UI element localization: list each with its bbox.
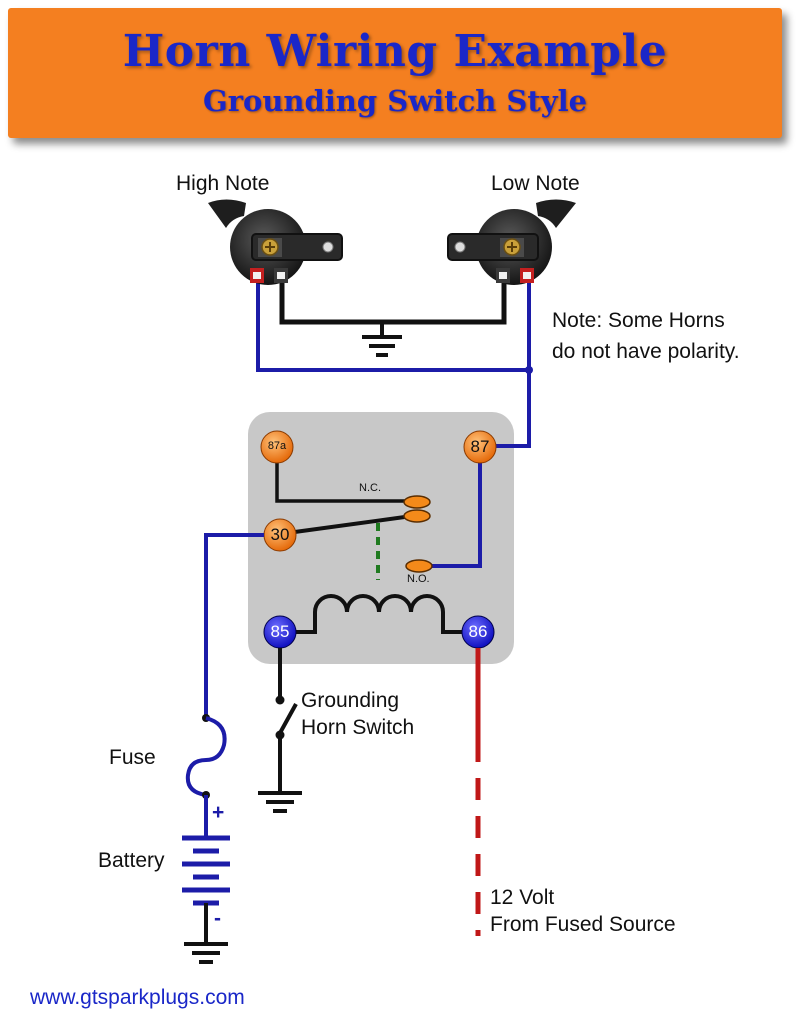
low-note-label: Low Note: [491, 172, 580, 195]
footer-url[interactable]: www.gtsparkplugs.com: [30, 986, 245, 1009]
relay-pins: [260, 430, 497, 649]
battery-feed-wire: [204, 533, 264, 718]
pin-85-label: 85: [270, 622, 290, 641]
ground-symbol-icon: [184, 942, 228, 964]
armature-arm: [279, 514, 413, 536]
fuse-label: Fuse: [109, 746, 156, 769]
pin-87a-label: 87a: [267, 440, 287, 452]
relay-body: [248, 412, 514, 664]
ground-symbol-icon: [362, 335, 402, 357]
battery-minus-label: -: [214, 907, 221, 930]
wire-junction: [525, 366, 533, 374]
pin-86-label: 86: [468, 622, 488, 641]
source-label-line-1: 12 Volt: [490, 886, 555, 909]
no-contact-wire: [424, 446, 482, 568]
contact-points: [403, 495, 433, 573]
battery-label: Battery: [98, 849, 165, 872]
fuse-icon: [185, 714, 227, 799]
battery-plus-label: +: [212, 801, 225, 824]
pin-87-label: 87: [470, 437, 490, 456]
horn-icon: [208, 199, 343, 285]
battery-icon: [182, 835, 230, 906]
switch-icon: [275, 695, 298, 740]
nc-contact-wire: [275, 447, 412, 503]
no-label: N.O.: [407, 573, 430, 585]
switch-label-line-1: Grounding: [301, 689, 400, 712]
horn-icon: [447, 199, 576, 285]
page-title: Horn Wiring Example: [122, 26, 668, 77]
horn-ground-wire: [279, 282, 507, 325]
note-line-1: Note: Some Horns: [552, 309, 725, 332]
switch-label-line-2: Horn Switch: [301, 716, 415, 739]
pin-30-label: 30: [270, 525, 290, 544]
horn-positive-wire: [256, 282, 529, 372]
ground-symbol-icon: [258, 791, 302, 813]
high-note-label: High Note: [176, 172, 270, 195]
nc-label: N.C.: [359, 482, 381, 494]
source-label-line-2: From Fused Source: [490, 913, 676, 936]
note-line-2: do not have polarity.: [552, 340, 740, 363]
page-subtitle: Grounding Switch Style: [202, 84, 588, 118]
title-banner: Horn Wiring Example Grounding Switch Sty…: [8, 8, 782, 138]
